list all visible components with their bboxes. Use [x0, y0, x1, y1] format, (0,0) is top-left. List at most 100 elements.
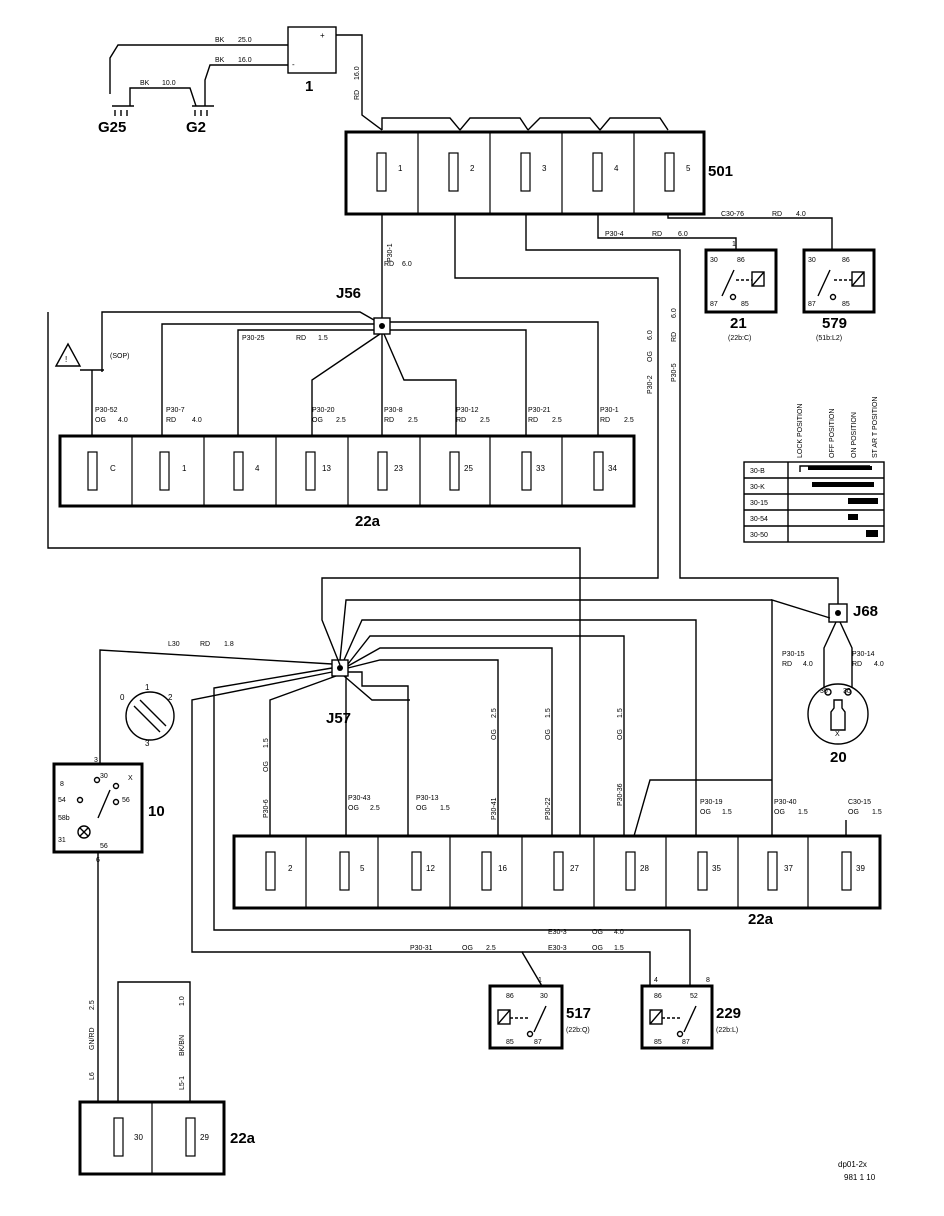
wire-gnrd-size: 2.5	[89, 1000, 96, 1010]
wire-c30-76-id: C30-76	[721, 211, 744, 218]
splice-j56-label: J56	[336, 285, 361, 302]
ign-switch-label: 20	[830, 749, 847, 766]
fuse501-5-label: 5	[686, 164, 691, 173]
bot-w1-id: P30-43	[348, 795, 371, 802]
wire-p30-31-size: 2.5	[486, 945, 496, 952]
fuse22a-bot-16: 16	[498, 864, 507, 873]
fuse22a-bot-2: 2	[288, 864, 293, 873]
key-dial-pos3: 3	[145, 739, 150, 748]
bot-w5-size: 1.5	[617, 708, 624, 718]
top-w6-id: P30-21	[528, 407, 551, 414]
gw2-size: 16.0	[238, 57, 252, 64]
bot-w7-color: OG	[774, 809, 785, 816]
ground-symbol-g2: G2	[186, 105, 214, 136]
fuse22a-top-13: 13	[322, 464, 331, 473]
relay229-pin4: 4	[654, 977, 658, 984]
wire-c30-76-size: 4.0	[796, 211, 806, 218]
bot-w2-id: P30-13	[416, 795, 439, 802]
fusebox22a-bottom-label: 22a	[748, 911, 774, 928]
wire-p30-1-id: P30-1	[387, 243, 394, 262]
top-w6-size: 2.5	[552, 417, 562, 424]
fuse22a-top-4: 4	[255, 464, 260, 473]
relay579-pin87: 87	[808, 301, 816, 308]
fuse501-3-label: 3	[542, 164, 547, 173]
bot-w1-color: OG	[348, 805, 359, 812]
footer-ref-line2: 981 1 10	[844, 1173, 876, 1182]
splice-j68-label: J68	[853, 603, 878, 620]
bot-w5-id: P30-36	[617, 783, 624, 806]
top-w3-color: OG	[312, 417, 323, 424]
bot-w1-size: 2.5	[370, 805, 380, 812]
ls-pin-56b: 56	[100, 843, 108, 850]
relay21-pin30: 30	[710, 257, 718, 264]
battery-group: + - 1	[287, 26, 337, 95]
fusebox22a-top-label: 22a	[355, 513, 381, 530]
fuse22a-bot-37: 37	[784, 864, 793, 873]
ls-pin-x: X	[128, 775, 133, 782]
splice-j57-label: J57	[326, 710, 351, 727]
battery-plus-label: +	[320, 31, 325, 40]
relay229-pin85: 85	[654, 1039, 662, 1046]
wire-p30-5-color: RD	[671, 332, 678, 342]
ground-g25-label: G25	[98, 119, 126, 136]
splice-j68: J68	[828, 603, 878, 623]
top-w1-id: P30-7	[166, 407, 185, 414]
relay517-pin86: 86	[506, 993, 514, 1000]
relay579-sub: (51b:L2)	[816, 335, 842, 342]
splice-j57: J57	[326, 659, 351, 727]
wire-p30-5-id: P30-5	[671, 363, 678, 382]
wire-p30-31-id: P30-31	[410, 945, 433, 952]
relay517-pin30: 30	[540, 993, 548, 1000]
top-w0-color: OG	[95, 417, 106, 424]
key-dial-icon: 0 1 2 3	[120, 683, 175, 748]
bot-w7-size: 1.5	[798, 809, 808, 816]
top-w6-color: RD	[528, 417, 538, 424]
relay21-pin86: 86	[737, 257, 745, 264]
wire-p30-14-size: 4.0	[874, 661, 884, 668]
fusebox-22a-small: 30 29 22a	[78, 1100, 256, 1176]
wire-p30-15-id: P30-15	[782, 651, 805, 658]
gw3-color: BK	[140, 80, 150, 87]
relay21-pin1: 1	[732, 241, 736, 248]
wire-p30-4-id: P30-4	[605, 231, 624, 238]
wire-e30-3a-color: OG	[592, 929, 603, 936]
relay517-pin87: 87	[534, 1039, 542, 1046]
fuse22a-top-33: 33	[536, 464, 545, 473]
fuse22a-top-C: C	[110, 464, 116, 473]
wire-l30-size: 1.8	[224, 641, 234, 648]
fuse22a-top-34: 34	[608, 464, 617, 473]
bot-w8-size: 1.5	[872, 809, 882, 816]
fb22a-top-wire-labels: P30-52 OG 4.0 P30-7 RD 4.0 P30-20 OG 2.5…	[95, 407, 634, 424]
top-w3-id: P30-20	[312, 407, 335, 414]
bot-w8-id: C30-15	[848, 799, 871, 806]
wire-p30-1-size: 6.0	[402, 261, 412, 268]
ground-symbol-g25: G25	[98, 105, 134, 136]
wire-p30-14-id: P30-14	[852, 651, 875, 658]
wire-e30-3b-color: OG	[592, 945, 603, 952]
fuse22a-bot-12: 12	[426, 864, 435, 873]
top-w4-size: 2.5	[408, 417, 418, 424]
ls-pin-54: 54	[58, 797, 66, 804]
relay-579: 30 86 87 85 579 (51b:L2)	[802, 248, 876, 342]
ls-pin-56: 56	[122, 797, 130, 804]
relay579-pin86: 86	[842, 257, 850, 264]
warning-text: (SOP)	[110, 353, 129, 360]
relay579-label: 579	[822, 315, 847, 332]
key-dial-pos1: 1	[145, 683, 150, 692]
battery-minus-label: -	[292, 60, 295, 69]
relay229-label: 229	[716, 1005, 741, 1022]
wire-p30-2-size: 6.0	[647, 330, 654, 340]
fuse22a-bot-28: 28	[640, 864, 649, 873]
fuse22a-bot-39: 39	[856, 864, 865, 873]
wire-p30-14-color: RD	[852, 661, 862, 668]
relay517-pin1: 1	[538, 977, 542, 984]
fuse501-1-label: 1	[398, 164, 403, 173]
ignition-switch: 30 30 X 20	[807, 683, 869, 766]
ign-row-30-15: 30-15	[750, 500, 768, 507]
fusebox-22a-top: C 1 4 13 23 25 33 34 22a	[58, 434, 636, 530]
battery-box	[287, 26, 337, 74]
bot-w6-id: P30-19	[700, 799, 723, 806]
wire-bkbn-color: BK/BN	[179, 1035, 186, 1056]
ign-header-on: ON POSITION	[851, 412, 858, 458]
wire-p30-25-size: 1.5	[318, 335, 328, 342]
